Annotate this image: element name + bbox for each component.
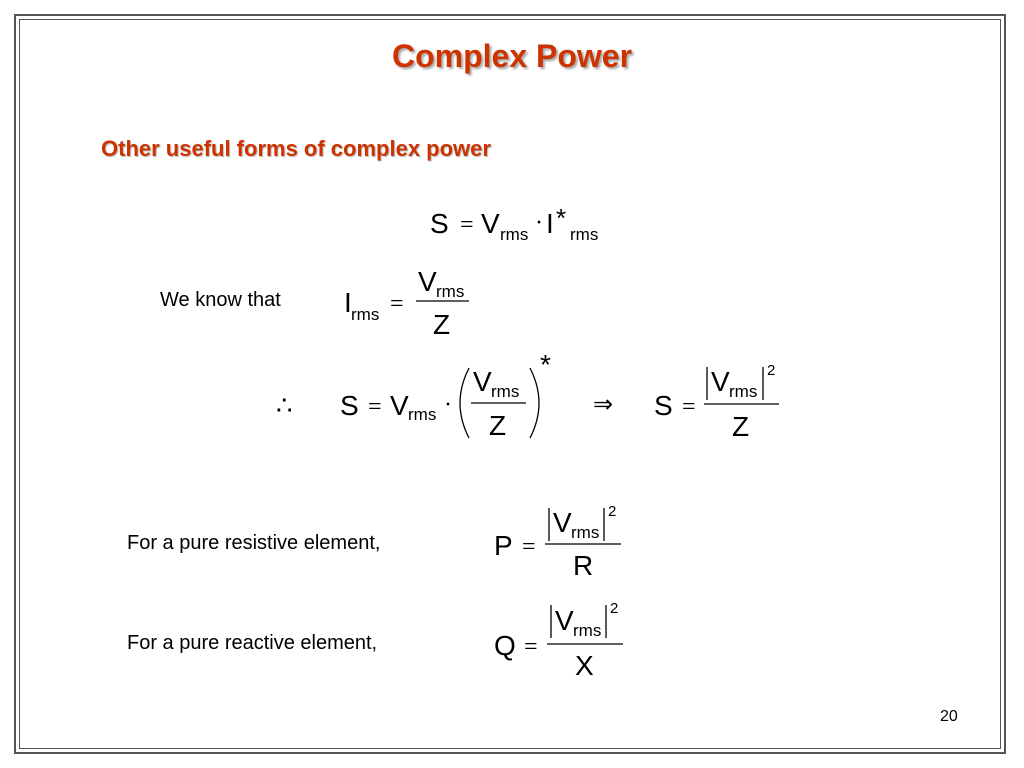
eq2-i-subscript: rms — [351, 305, 379, 324]
eq5-p: P — [494, 530, 513, 561]
eq1-v: V — [481, 208, 500, 239]
eq3-therefore: ∴ — [276, 391, 293, 420]
eq3-left-paren — [459, 367, 470, 439]
eq2-equals: = — [390, 291, 404, 317]
equation-complex-power-definition: S = V rms · I * rms — [430, 203, 598, 244]
slide-inner-border — [19, 19, 1001, 749]
eq4-implies: ⇒ — [593, 392, 613, 418]
eq6-denominator-x: X — [575, 650, 594, 681]
reactive-element-text: For a pure reactive element, — [127, 632, 378, 654]
eq4-exponent: 2 — [767, 362, 775, 379]
eq2-numerator-v: V — [418, 266, 437, 297]
equation-reactive-power: Q = V rms 2 X — [494, 600, 623, 681]
eq6-numerator-subscript: rms — [573, 621, 601, 640]
eq2-i: I — [344, 287, 352, 318]
eq3-numerator-v: V — [473, 366, 492, 397]
eq3-s: S — [340, 390, 359, 421]
eq3-v: V — [390, 390, 409, 421]
eq4-denominator-z: Z — [732, 411, 749, 442]
equation-real-power: P = V rms 2 R — [494, 503, 621, 581]
page-number: 20 — [940, 708, 958, 725]
eq1-equals: = — [460, 212, 474, 238]
eq5-numerator-subscript: rms — [571, 523, 599, 542]
equation-current-rms: I rms = V rms Z — [344, 266, 469, 340]
eq3-denominator-z: Z — [489, 410, 506, 441]
resistive-element-text: For a pure resistive element, — [127, 532, 381, 554]
eq1-dot: · — [535, 210, 543, 236]
eq3-numerator-subscript: rms — [491, 382, 519, 401]
eq2-numerator-subscript: rms — [436, 282, 464, 301]
eq2-denominator-z: Z — [433, 309, 450, 340]
eq6-exponent: 2 — [610, 600, 618, 617]
eq3-v-subscript: rms — [408, 405, 436, 424]
slide-subtitle: Other useful forms of complex power — [101, 136, 491, 161]
we-know-that-text: We know that — [160, 289, 281, 311]
eq4-numerator-v: V — [711, 366, 730, 397]
eq5-exponent: 2 — [608, 503, 616, 520]
equation-s-magnitude-form: ⇒ S = V rms 2 Z — [593, 362, 779, 442]
eq4-s: S — [654, 390, 673, 421]
eq6-q: Q — [494, 630, 516, 661]
eq5-denominator-r: R — [573, 550, 593, 581]
eq4-numerator-subscript: rms — [729, 382, 757, 401]
eq1-i-subscript: rms — [570, 225, 598, 244]
eq6-equals: = — [524, 634, 538, 660]
eq5-equals: = — [522, 534, 536, 560]
eq3-equals: = — [368, 394, 382, 420]
equation-substitution: ∴ S = V rms · V rms Z * — [276, 349, 551, 441]
eq4-equals: = — [682, 394, 696, 420]
eq5-numerator-v: V — [553, 507, 572, 538]
slide-outer-border — [14, 14, 1006, 754]
eq6-numerator-v: V — [555, 605, 574, 636]
eq3-dot: · — [444, 392, 452, 418]
eq3-conjugate-star: * — [540, 349, 551, 380]
eq3-right-paren — [529, 367, 540, 439]
eq1-s: S — [430, 208, 449, 239]
eq1-conjugate-star: * — [556, 203, 566, 233]
eq1-i: I — [546, 208, 554, 239]
slide-title: Complex Power — [391, 38, 633, 74]
eq1-v-subscript: rms — [500, 225, 528, 244]
